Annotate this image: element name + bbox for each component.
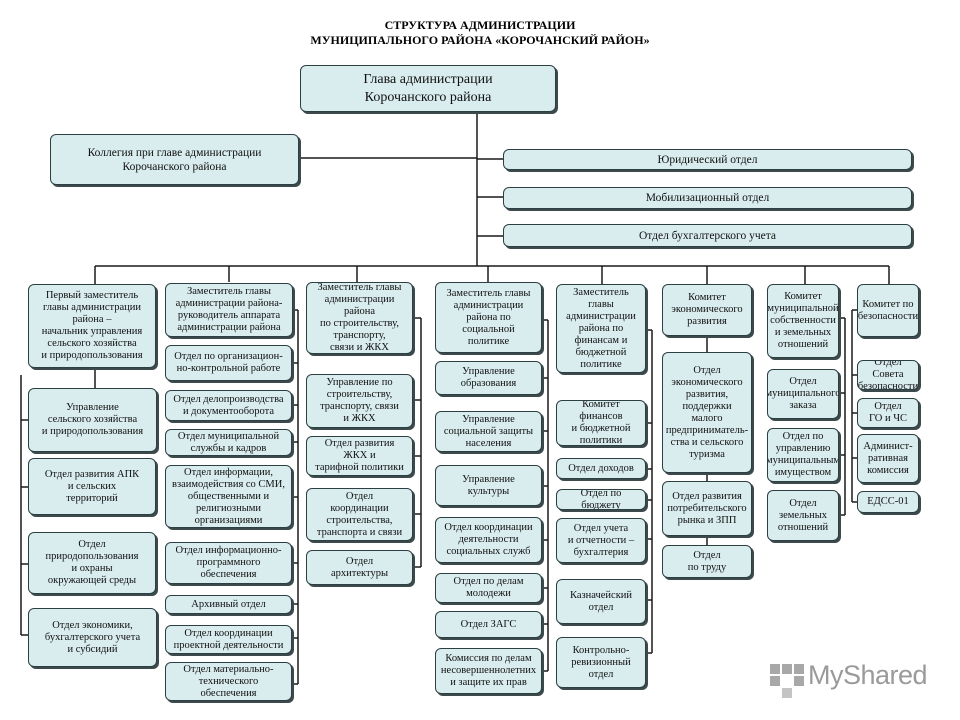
col2-unit-box: Отдел информационно- программного обеспе… — [165, 542, 292, 584]
col6-unit-box: Отдел экономического развития, поддержки… — [662, 352, 752, 473]
col4-unit-box: Отдел по делам молодежи — [435, 573, 542, 603]
col6-head-box: Комитет экономического развития — [662, 284, 752, 336]
col3-head-box: Заместитель главы администрации района п… — [306, 282, 413, 354]
col2-unit-box: Отдел по организацион- но-контрольной ра… — [165, 345, 292, 381]
col8-unit-box: Админист- ративная комиссия — [857, 434, 919, 483]
collegium-box: Коллегия при главе администрации Корочан… — [50, 134, 299, 185]
col4-unit-box: Управление социальной защиты населения — [435, 411, 542, 452]
col5-unit-box: Отдел доходов — [556, 458, 646, 479]
col7-head-box: Комитет муниципальной собственности и зе… — [767, 284, 839, 358]
chart-title-line-2: МУНИЦИПАЛЬНОГО РАЙОНА «КОРОЧАНСКИЙ РАЙОН… — [310, 33, 650, 47]
head-of-administration-box: Глава администрации Корочанского района — [300, 65, 556, 112]
col1-head-box: Первый заместитель главы администрации р… — [28, 284, 156, 368]
col4-head-box: Заместитель главы администрации района п… — [435, 282, 542, 353]
col5-head-box: Заместитель главы администрации района п… — [556, 284, 646, 373]
col7-unit-box: Отдел муниципального заказа — [767, 369, 839, 419]
col2-unit-box: Архивный отдел — [165, 595, 292, 614]
watermark-logo-icon — [770, 664, 804, 698]
chart-title-line-1: СТРУКТУРА АДМИНИСТРАЦИИ — [384, 18, 576, 32]
col2-unit-box: Отдел информации, взаимодействия со СМИ,… — [165, 465, 292, 528]
mobilization-department-box: Мобилизационный отдел — [503, 187, 912, 209]
legal-department-box: Юридический отдел — [503, 149, 912, 170]
col1-unit-box: Отдел развития АПК и сельских территорий — [28, 458, 156, 515]
col1-unit-box: Отдел экономики, бухгалтерского учета и … — [28, 608, 157, 667]
col5-unit-box: Отдел учета и отчетности – бухгалтерия — [556, 518, 646, 563]
col1-unit-box: Управление сельского хозяйства и природо… — [28, 388, 157, 452]
col8-head-box: Комитет по безопасности — [857, 284, 919, 337]
col2-unit-box: Отдел координации проектной деятельности — [165, 625, 292, 654]
col5-unit-box: Казначейский отдел — [556, 579, 646, 624]
col6-unit-box: Отдел по труду — [662, 545, 752, 578]
col7-unit-box: Отдел по управлению муниципальным имущес… — [767, 428, 839, 482]
col1-unit-box: Отдел природопользования и охраны окружа… — [28, 532, 156, 594]
col2-head-box: Заместитель главы администрации района- … — [165, 283, 293, 337]
col3-unit-box: Управление по строительству, транспорту,… — [306, 374, 413, 428]
col4-unit-box: Комиссия по делам несовершеннолетних и з… — [435, 648, 542, 694]
col7-unit-box: Отдел земельных отношений — [767, 490, 839, 541]
accounting-department-box: Отдел бухгалтерского учета — [503, 224, 912, 247]
col8-unit-box: Отдел ГО и ЧС — [857, 398, 919, 428]
col2-unit-box: Отдел муниципальной службы и кадров — [165, 429, 292, 456]
col6-unit-box: Отдел развития потребительского рынка и … — [662, 481, 752, 536]
col8-unit-box: ЕДСС-01 — [857, 491, 919, 513]
col5-unit-box: Комитет финансов и бюджетной политики — [556, 400, 646, 446]
col4-unit-box: Отдел ЗАГС — [435, 611, 542, 638]
col2-unit-box: Отдел материально- технического обеспече… — [165, 662, 292, 701]
col3-unit-box: Отдел архитектуры — [306, 550, 413, 585]
col4-unit-box: Управление культуры — [435, 465, 542, 506]
col4-unit-box: Отдел координации деятельности социальны… — [435, 517, 542, 563]
col2-unit-box: Отдел делопроизводства и документооборот… — [165, 390, 292, 421]
col8-unit-box: Отдел Совета безопасности — [857, 360, 919, 390]
col3-unit-box: Отдел координации строительства, транспо… — [306, 488, 413, 541]
col5-unit-box: Отдел по бюджету — [556, 489, 646, 510]
col3-unit-box: Отдел развития ЖКХ и тарифной политики — [306, 436, 413, 476]
col5-unit-box: Контрольно- ревизионный отдел — [556, 637, 646, 688]
watermark-text: MyShared — [808, 660, 928, 690]
col4-unit-box: Управление образования — [435, 361, 542, 395]
